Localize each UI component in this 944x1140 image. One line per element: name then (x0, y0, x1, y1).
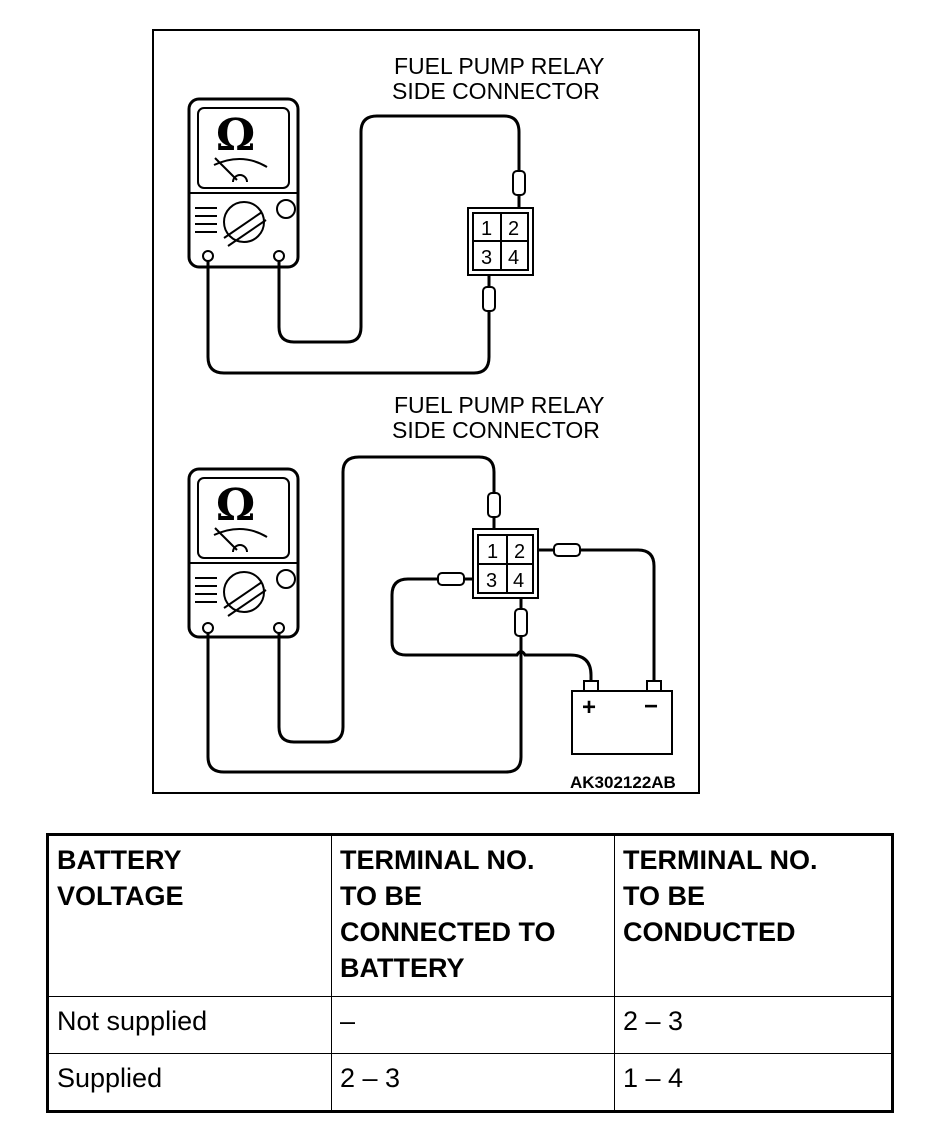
bottom-pin-3: 3 (486, 570, 497, 592)
relay-test-diagram: FUEL PUMP RELAY SIDE CONNECTOR Ω (187, 53, 676, 792)
battery-icon: + − (571, 680, 673, 755)
table-row: Supplied 2 – 3 1 – 4 (47, 1053, 893, 1112)
bottom-pin-2: 2 (514, 541, 525, 563)
top-probe-pin3 (482, 286, 496, 312)
diagram-frame: FUEL PUMP RELAY SIDE CONNECTOR Ω (152, 29, 700, 794)
bottom-wire-to-pin1 (277, 455, 496, 744)
top-pin-1: 1 (481, 218, 492, 240)
bottom-ohmmeter-icon: Ω (187, 467, 300, 639)
header-terminal-conducted: TERMINAL NO. TO BE CONDUCTED (614, 834, 893, 997)
battery-plus-wire-to-pin3 (390, 577, 593, 682)
table-row: Not supplied – 2 – 3 (47, 996, 893, 1054)
bottom-pin-4: 4 (513, 570, 524, 592)
bottom-probe-pin4 (514, 608, 528, 637)
top-omega-symbol: Ω (216, 110, 255, 161)
top-ohmmeter-icon: Ω (187, 97, 300, 269)
header-line: TERMINAL NO. (623, 845, 818, 875)
battery-minus-wire-to-pin2 (580, 548, 656, 682)
top-pin-4: 4 (508, 247, 519, 269)
battery-plus-symbol: + (582, 694, 596, 721)
top-pin-3: 3 (481, 247, 492, 269)
header-line: BATTERY (57, 845, 182, 875)
bottom-pin-1: 1 (487, 541, 498, 563)
header-line: BATTERY (340, 953, 465, 983)
cell-battery-voltage: Not supplied (47, 996, 332, 1054)
top-probe-pin2 (512, 170, 526, 196)
top-connector-label-line1: FUEL PUMP RELAY (394, 53, 604, 79)
header-line: TO BE (340, 881, 423, 911)
top-pin-2: 2 (508, 218, 519, 240)
bottom-connector-label-line1: FUEL PUMP RELAY (394, 392, 604, 418)
battery-clip-pin2 (553, 543, 581, 557)
relay-check-table: BATTERY VOLTAGE TERMINAL NO. TO BE CONNE… (46, 833, 894, 1113)
header-line: VOLTAGE (57, 881, 184, 911)
bottom-panel: FUEL PUMP RELAY SIDE CONNECTOR Ω (187, 392, 676, 792)
top-panel: FUEL PUMP RELAY SIDE CONNECTOR Ω (187, 53, 604, 375)
header-line: CONDUCTED (623, 917, 796, 947)
battery-minus-symbol: − (644, 693, 658, 720)
battery-clip-pin3 (437, 572, 465, 586)
bottom-omega-symbol: Ω (216, 480, 255, 531)
top-connector-label-line2: SIDE CONNECTOR (392, 78, 600, 104)
cell-terminal-conducted: 2 – 3 (614, 996, 893, 1054)
header-line: CONNECTED TO (340, 917, 556, 947)
header-battery-voltage: BATTERY VOLTAGE (47, 834, 332, 997)
bottom-relay-connector: 1 2 3 4 (472, 528, 539, 599)
bottom-wire-to-pin4 (206, 633, 523, 774)
cell-battery-voltage: Supplied (47, 1053, 332, 1112)
top-wire-to-pin3 (206, 261, 491, 375)
cell-terminal-connected: – (331, 996, 615, 1054)
top-relay-connector: 1 2 3 4 (467, 207, 534, 276)
cell-terminal-connected: 2 – 3 (331, 1053, 615, 1112)
top-wire-to-pin2 (277, 114, 521, 344)
header-terminal-connected-to-battery: TERMINAL NO. TO BE CONNECTED TO BATTERY (331, 834, 615, 997)
table-header-row: BATTERY VOLTAGE TERMINAL NO. TO BE CONNE… (47, 834, 893, 997)
cell-terminal-conducted: 1 – 4 (614, 1053, 893, 1112)
figure-code: AK302122AB (570, 773, 676, 792)
header-line: TERMINAL NO. (340, 845, 535, 875)
header-line: TO BE (623, 881, 706, 911)
bottom-probe-pin1 (487, 492, 501, 518)
bottom-connector-label-line2: SIDE CONNECTOR (392, 417, 600, 443)
